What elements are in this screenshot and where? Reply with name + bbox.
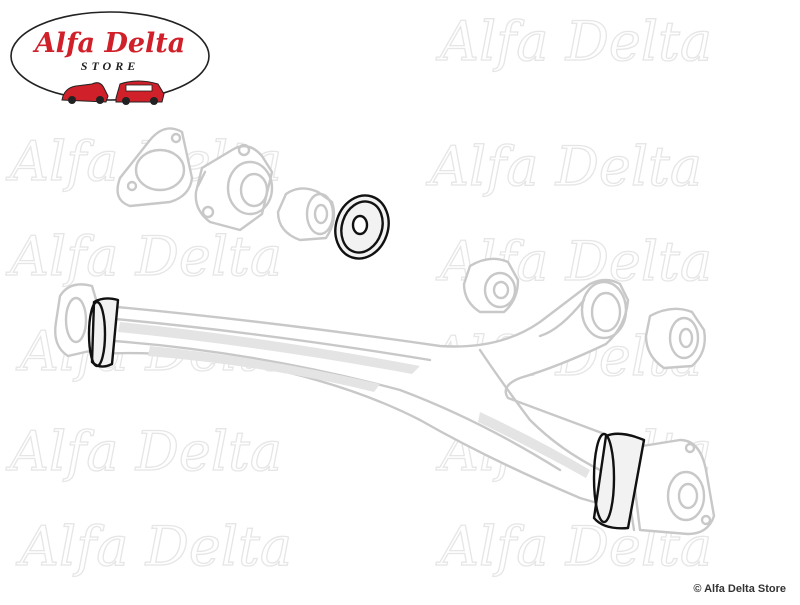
right-end-bushing-highlight [592,432,646,530]
bushing-housing [194,143,274,232]
copyright-notice: © Alfa Delta Store [693,583,786,595]
rubber-bushing [644,307,706,370]
watermark-text: Alfa Delta [5,420,282,483]
brand-name: Alfa Delta [32,28,186,59]
left-end-bushing-highlight [87,297,120,368]
watermark-text: Alfa Delta [435,10,712,73]
rubber-bushing [462,257,520,314]
brand-logo: Alfa Delta STORE [10,11,210,105]
rubber-bushing [276,187,336,242]
watermark-text: Alfa Delta [425,135,702,198]
car-icon [115,80,165,105]
arm-shading [118,322,590,478]
brand-subtitle: STORE [81,59,139,73]
watermark-text: Alfa Delta [5,225,282,288]
washer-highlight [334,194,390,260]
watermark-text: Alfa Delta [15,515,292,578]
flange-plate [116,127,194,208]
car-icon [61,82,109,104]
